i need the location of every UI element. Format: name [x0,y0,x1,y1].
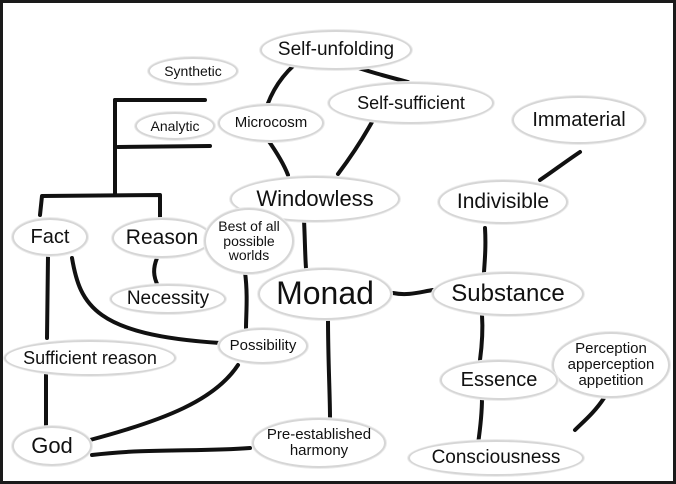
link-monad-preestablished [326,316,332,420]
link-fact-possibility [70,256,222,345]
link-perception-consciousness [573,396,606,432]
link-fact-sufficientreason [45,254,50,340]
link-bestofall-possibility [243,270,249,330]
concept-essence[interactable]: Essence [440,360,558,400]
concept-possibility[interactable]: Possibility [218,328,308,364]
link-substance-essence [478,313,485,362]
concept-immaterial[interactable]: Immaterial [512,96,646,144]
concept-self-sufficient[interactable]: Self-sufficient [328,82,494,124]
concept-consciousness[interactable]: Consciousness [408,440,584,476]
concept-sufficient-reason[interactable]: Sufficient reason [4,340,176,376]
link-god-preestablished [90,446,252,457]
link-microcosm-windowless [266,138,290,177]
link-essence-consciousness [476,396,484,446]
concept-necessity[interactable]: Necessity [110,284,226,314]
link-selfsufficient-windowless [336,120,374,176]
concept-microcosm[interactable]: Microcosm [218,104,324,142]
link-windowless-monad [302,218,308,270]
link-reason-necessity [152,256,160,288]
link-indivisible-substance [482,226,488,274]
link-possibility-god [88,363,240,442]
concept-substance[interactable]: Substance [432,272,584,316]
concept-synthetic[interactable]: Synthetic [148,57,238,85]
concept-windowless[interactable]: Windowless [230,176,400,222]
concept-analytic[interactable]: Analytic [135,112,215,140]
bracket-middle [116,144,212,149]
link-monad-substance [391,288,435,297]
link-immaterial-indivisible [538,150,582,182]
concept-pre-established-harmony[interactable]: Pre-established harmony [252,418,386,468]
concept-best-of-all-possible-worlds[interactable]: Best of all possible worlds [204,208,294,274]
link-bracket-fact-reason [38,193,162,220]
concept-reason[interactable]: Reason [112,218,212,258]
concept-indivisible[interactable]: Indivisible [438,180,568,224]
concept-god[interactable]: God [12,426,92,466]
concept-perception-apperception-appetition[interactable]: Perception apperception appetition [552,332,670,398]
concept-fact[interactable]: Fact [12,218,88,256]
concept-self-unfolding[interactable]: Self-unfolding [260,30,412,70]
concept-monad[interactable]: Monad [258,268,392,320]
